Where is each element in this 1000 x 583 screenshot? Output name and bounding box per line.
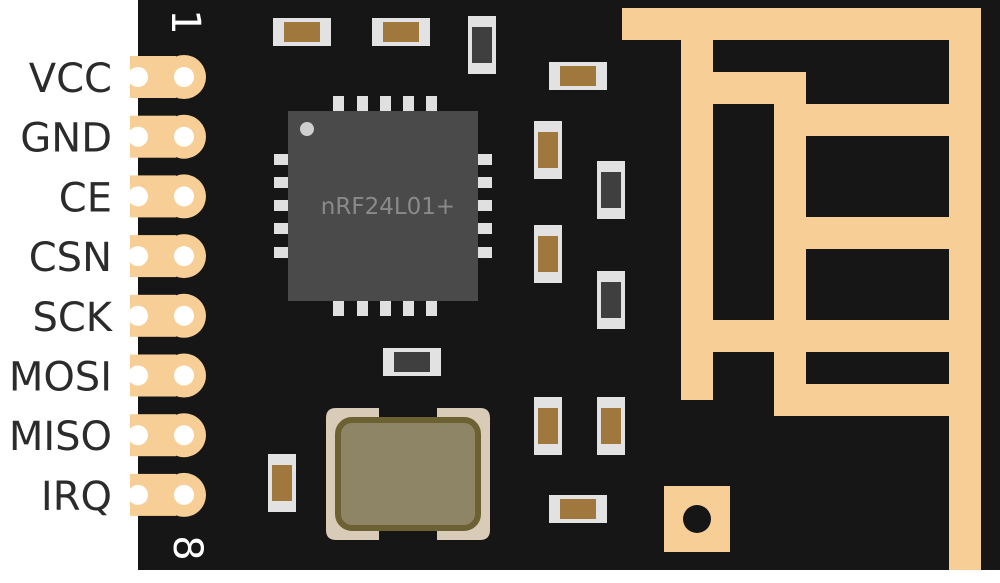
pin-hole (174, 126, 194, 147)
capacitor-c3 (597, 271, 625, 329)
chip-label: nRF24L01+ (321, 194, 455, 220)
chip-pad-right (478, 154, 492, 165)
pin-label-vcc: VCC (29, 56, 112, 102)
resistor-r8 (268, 454, 296, 512)
chip-pin1-marker (300, 122, 314, 136)
pin-hole-left (128, 67, 148, 87)
chip-pad-top (357, 96, 368, 111)
crystal-inner-lid (335, 417, 481, 531)
pin-hole (174, 67, 194, 87)
smd-body (601, 282, 621, 318)
chip-pads (274, 96, 492, 316)
pin-hole (174, 186, 194, 207)
pin-hole-left (128, 484, 148, 505)
chip-pad-bottom (380, 301, 391, 316)
header-pin-miso (128, 413, 206, 458)
pin-hole (174, 305, 194, 326)
pin-hole-left (128, 365, 148, 386)
pin-hole-left (128, 186, 148, 207)
smd-body (601, 172, 621, 208)
chip-pad-left (274, 154, 288, 165)
pin-hole (174, 246, 194, 267)
capacitor-c4 (383, 348, 441, 376)
chip-pad-left (274, 247, 288, 258)
chip-pad-top (380, 96, 391, 111)
resistor-r4 (534, 121, 562, 179)
smd-body (538, 132, 558, 168)
pin-number-first: 1 (162, 9, 208, 34)
resistor-r5 (534, 225, 562, 283)
smd-body (601, 408, 621, 444)
pin-hole (174, 425, 194, 446)
chip-pad-bottom (333, 301, 344, 316)
pin-hole-left (128, 425, 148, 446)
chip-pad-bottom (403, 301, 414, 316)
resistor-r1 (273, 18, 331, 46)
chip-pad-top (333, 96, 344, 111)
pcb-antenna-meander (681, 40, 981, 570)
chip-pad-right (478, 177, 492, 188)
nrf24l01-chip: nRF24L01+ (274, 96, 492, 316)
resistor-r2 (372, 18, 430, 46)
capacitor-c2 (597, 161, 625, 219)
header-pin-sck (128, 293, 206, 338)
header-pin-ce (128, 174, 206, 219)
capacitor-c1 (468, 16, 496, 74)
pin-labels: VCC GND CE CSN SCK MOSI MISO IRQ (9, 56, 114, 520)
resistor-r3 (549, 62, 607, 90)
pin-label-miso: MISO (9, 414, 112, 460)
pin-label-mosi: MOSI (9, 355, 112, 401)
smd-body (272, 465, 292, 501)
chip-pad-left (274, 177, 288, 188)
smd-body (394, 352, 430, 372)
header-pin-vcc (128, 55, 206, 99)
chip-pad-right (478, 247, 492, 258)
pin-label-ce: CE (59, 175, 112, 221)
smd-body (560, 66, 596, 86)
pin-hole (174, 365, 194, 386)
pin-hole-left (128, 305, 148, 326)
smd-body (560, 499, 596, 519)
pin-hole-left (128, 246, 148, 267)
pin-hole (174, 484, 194, 505)
smd-body (538, 236, 558, 272)
pin-label-sck: SCK (32, 295, 113, 341)
smd-components (268, 16, 625, 523)
header-pins (128, 55, 206, 517)
chip-body (288, 111, 478, 301)
pin-number-last: 8 (164, 535, 210, 560)
smd-body (383, 22, 419, 42)
resistor-r6 (534, 397, 562, 455)
smd-body (472, 27, 492, 63)
antenna-feed-via (683, 505, 711, 533)
chip-pad-right (478, 200, 492, 211)
crystal-oscillator (326, 408, 490, 540)
pin-label-irq: IRQ (41, 474, 112, 520)
header-pin-gnd (128, 114, 206, 159)
chip-pad-bottom (426, 301, 437, 316)
pin-label-gnd: GND (20, 116, 112, 162)
smd-body (284, 22, 320, 42)
chip-pad-top (403, 96, 414, 111)
chip-pad-left (274, 223, 288, 234)
header-pin-mosi (128, 353, 206, 398)
chip-pad-top (426, 96, 437, 111)
pin-label-csn: CSN (29, 235, 112, 281)
resistor-r9 (549, 495, 607, 523)
chip-pad-bottom (357, 301, 368, 316)
header-pin-irq (128, 472, 206, 517)
pin-hole-left (128, 126, 148, 147)
chip-pad-right (478, 223, 492, 234)
resistor-r7 (597, 397, 625, 455)
chip-pad-left (274, 200, 288, 211)
header-pin-csn (128, 234, 206, 279)
smd-body (538, 408, 558, 444)
